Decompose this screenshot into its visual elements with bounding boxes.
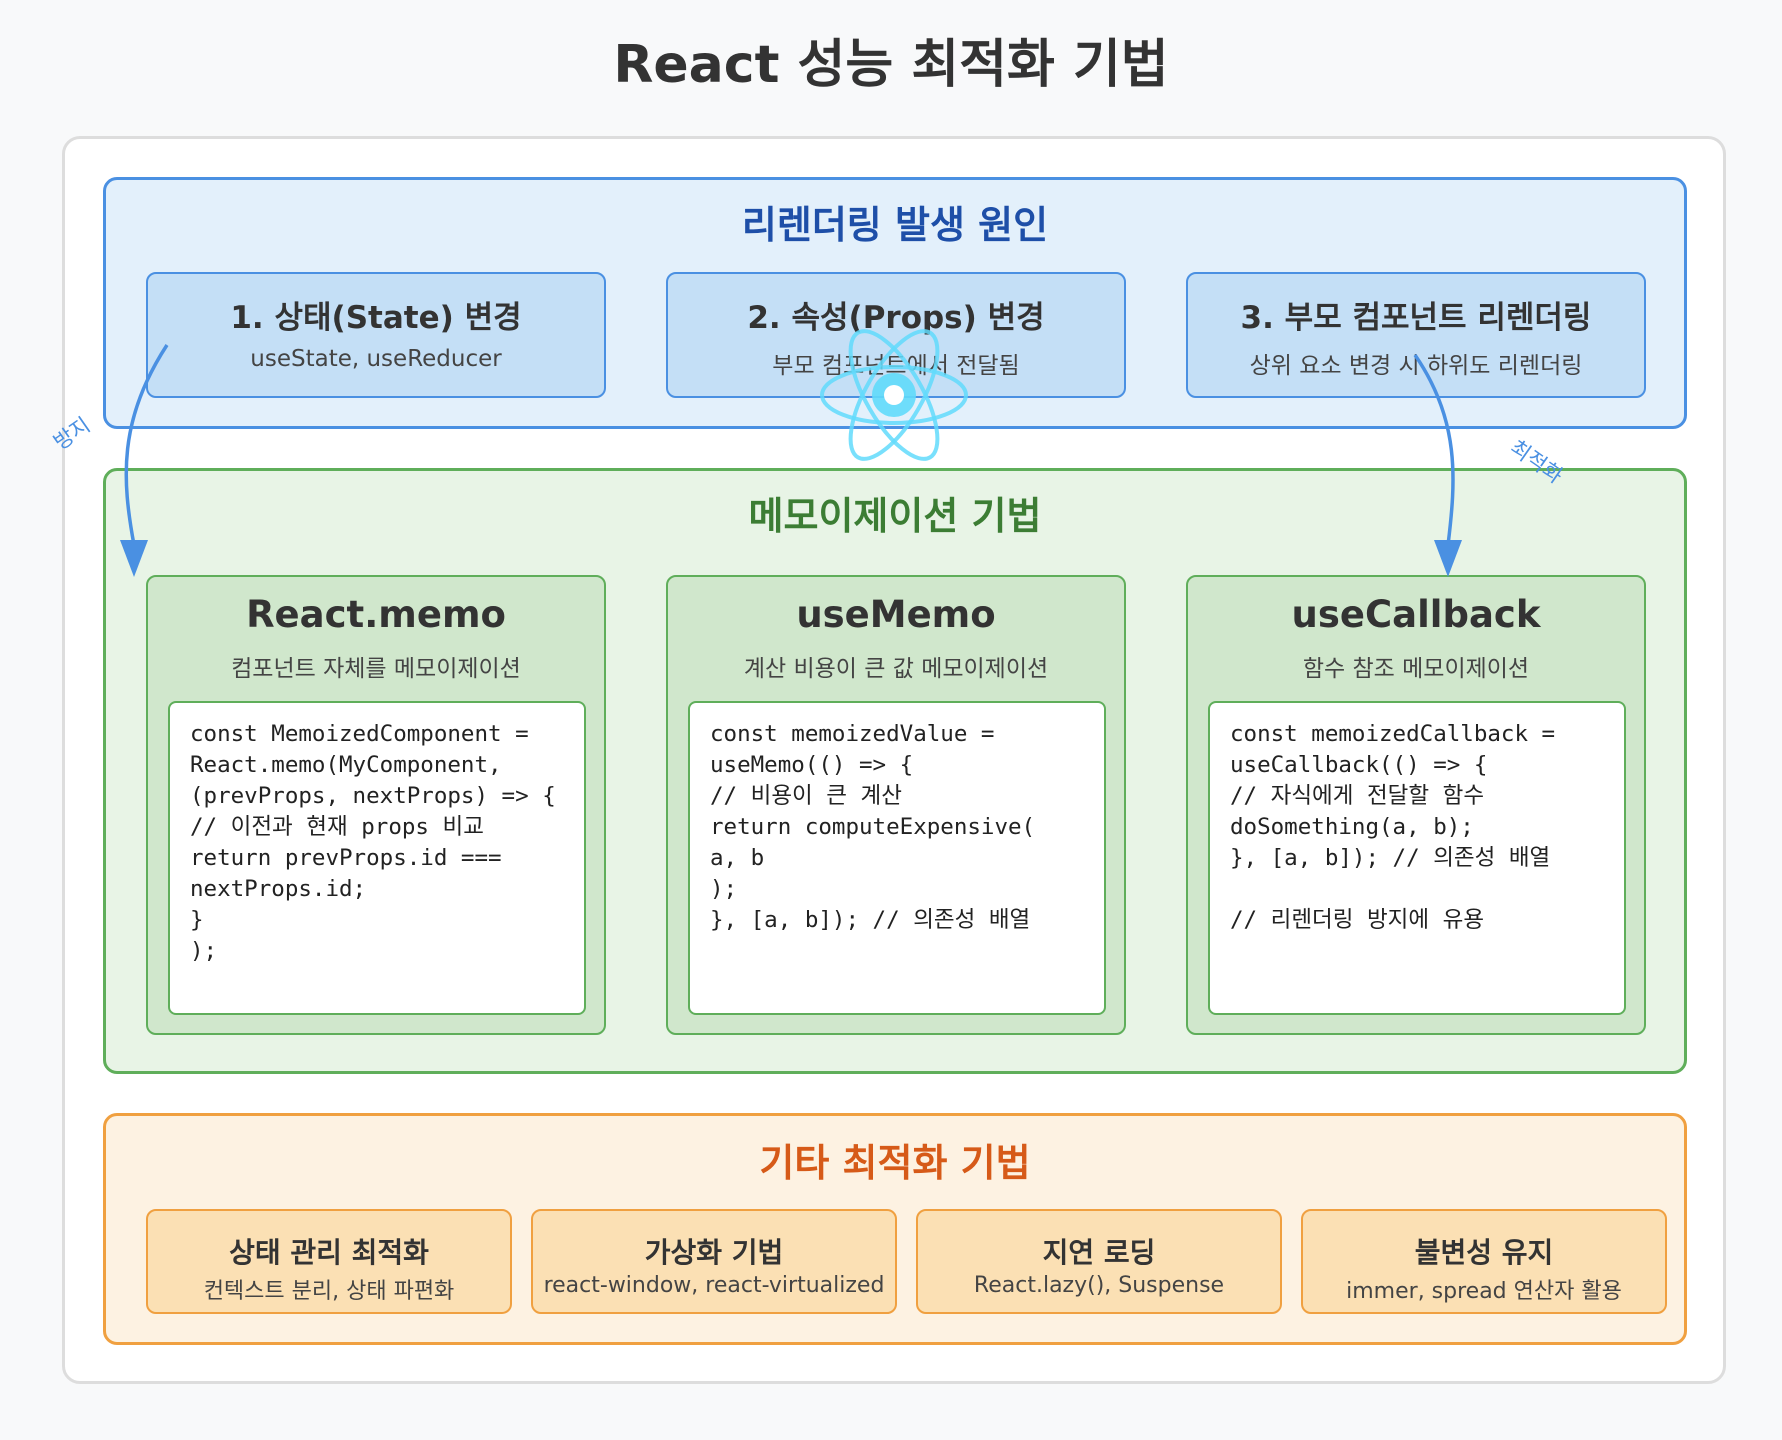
code-line: // 이전과 현재 props 비교 xyxy=(190,814,484,840)
code-line: doSomething(a, b); xyxy=(1230,814,1474,840)
code-line: (prevProps, nextProps) => { xyxy=(190,783,556,809)
code-line xyxy=(1230,874,1624,905)
card-desc: React.lazy(), Suspense xyxy=(973,1273,1225,1298)
card-desc: 상위 요소 변경 시 하위도 리렌더링 xyxy=(1249,353,1583,379)
code-line: React.memo(MyComponent, xyxy=(190,752,502,778)
code-line: const memoizedCallback = xyxy=(1230,721,1556,747)
technique-card-lazy-loading: 지연 로딩 React.lazy(), Suspense xyxy=(916,1209,1282,1314)
technique-card-state-management: 상태 관리 최적화 컨텍스트 분리, 상태 파편화 xyxy=(146,1209,512,1314)
code-line: // 자식에게 전달할 함수 xyxy=(1230,783,1485,809)
card-desc: immer, spread 연산자 활용 xyxy=(1346,1279,1622,1304)
rerender-causes-section: 리렌더링 발생 원인 1. 상태(State) 변경 useState, use… xyxy=(103,177,1687,429)
code-line: return prevProps.id === xyxy=(190,845,502,871)
code-line: const MemoizedComponent = xyxy=(190,721,529,747)
page-title: React 성능 최적화 기법 xyxy=(613,35,1169,95)
code-line: // 리렌더링 방지에 유용 xyxy=(1230,907,1485,933)
section-title: 리렌더링 발생 원인 xyxy=(741,203,1049,247)
code-line: }, [a, b]); // 의존성 배열 xyxy=(1230,845,1551,871)
card-title: 3. 부모 컴포넌트 리렌더링 xyxy=(1240,300,1592,336)
code-line: const memoizedValue = xyxy=(710,721,995,747)
technique-card-virtualization: 가상화 기법 react-window, react-virtualized xyxy=(531,1209,897,1314)
code-line: } xyxy=(190,907,204,933)
code-line: nextProps.id; xyxy=(190,876,367,902)
card-title: useMemo xyxy=(796,593,996,636)
code-line: }, [a, b]); // 의존성 배열 xyxy=(710,907,1031,933)
card-desc: 계산 비용이 큰 값 메모이제이션 xyxy=(743,656,1049,682)
code-block: const memoizedValue = useMemo(() => { //… xyxy=(688,701,1106,1015)
card-desc: react-window, react-virtualized xyxy=(543,1273,885,1298)
card-title: 불변성 유지 xyxy=(1414,1236,1554,1269)
memo-card-react-memo: React.memo 컴포넌트 자체를 메모이제이션 const Memoize… xyxy=(146,575,606,1035)
card-desc: 컴포넌트 자체를 메모이제이션 xyxy=(231,656,521,682)
card-desc: 부모 컴포넌트에서 전달됨 xyxy=(772,353,1020,379)
card-title: 상태 관리 최적화 xyxy=(229,1236,429,1269)
code-block: const MemoizedComponent = React.memo(MyC… xyxy=(168,701,586,1015)
memo-card-usecallback: useCallback 함수 참조 메모이제이션 const memoizedC… xyxy=(1186,575,1646,1035)
memo-card-usememo: useMemo 계산 비용이 큰 값 메모이제이션 const memoized… xyxy=(666,575,1126,1035)
code-line: return computeExpensive( xyxy=(710,814,1036,840)
code-block: const memoizedCallback = useCallback(() … xyxy=(1208,701,1626,1015)
cause-card-props: 2. 속성(Props) 변경 부모 컴포넌트에서 전달됨 xyxy=(666,272,1126,398)
cause-card-state: 1. 상태(State) 변경 useState, useReducer xyxy=(146,272,606,398)
memoization-section: 메모이제이션 기법 React.memo 컴포넌트 자체를 메모이제이션 con… xyxy=(103,468,1687,1074)
card-title: 지연 로딩 xyxy=(1042,1236,1156,1269)
other-techniques-section: 기타 최적화 기법 상태 관리 최적화 컨텍스트 분리, 상태 파편화 가상화 … xyxy=(103,1113,1687,1345)
section-title: 메모이제이션 기법 xyxy=(748,494,1042,538)
technique-card-immutability: 불변성 유지 immer, spread 연산자 활용 xyxy=(1301,1209,1667,1314)
card-title: 1. 상태(State) 변경 xyxy=(230,300,522,336)
code-line: ); xyxy=(710,876,738,902)
card-title: React.memo xyxy=(246,593,506,636)
card-title: useCallback xyxy=(1291,593,1541,636)
card-desc: useState, useReducer xyxy=(250,346,502,372)
code-line: a, b xyxy=(710,845,765,871)
card-title: 2. 속성(Props) 변경 xyxy=(747,300,1045,336)
code-line: useMemo(() => { xyxy=(710,752,914,778)
card-title: 가상화 기법 xyxy=(644,1236,784,1269)
code-line: // 비용이 큰 계산 xyxy=(710,783,902,809)
section-title: 기타 최적화 기법 xyxy=(759,1141,1031,1185)
cause-card-parent: 3. 부모 컴포넌트 리렌더링 상위 요소 변경 시 하위도 리렌더링 xyxy=(1186,272,1646,398)
code-line: useCallback(() => { xyxy=(1230,752,1488,778)
code-line: ); xyxy=(190,938,218,964)
card-desc: 컨텍스트 분리, 상태 파편화 xyxy=(203,1279,455,1304)
card-desc: 함수 참조 메모이제이션 xyxy=(1302,656,1530,682)
